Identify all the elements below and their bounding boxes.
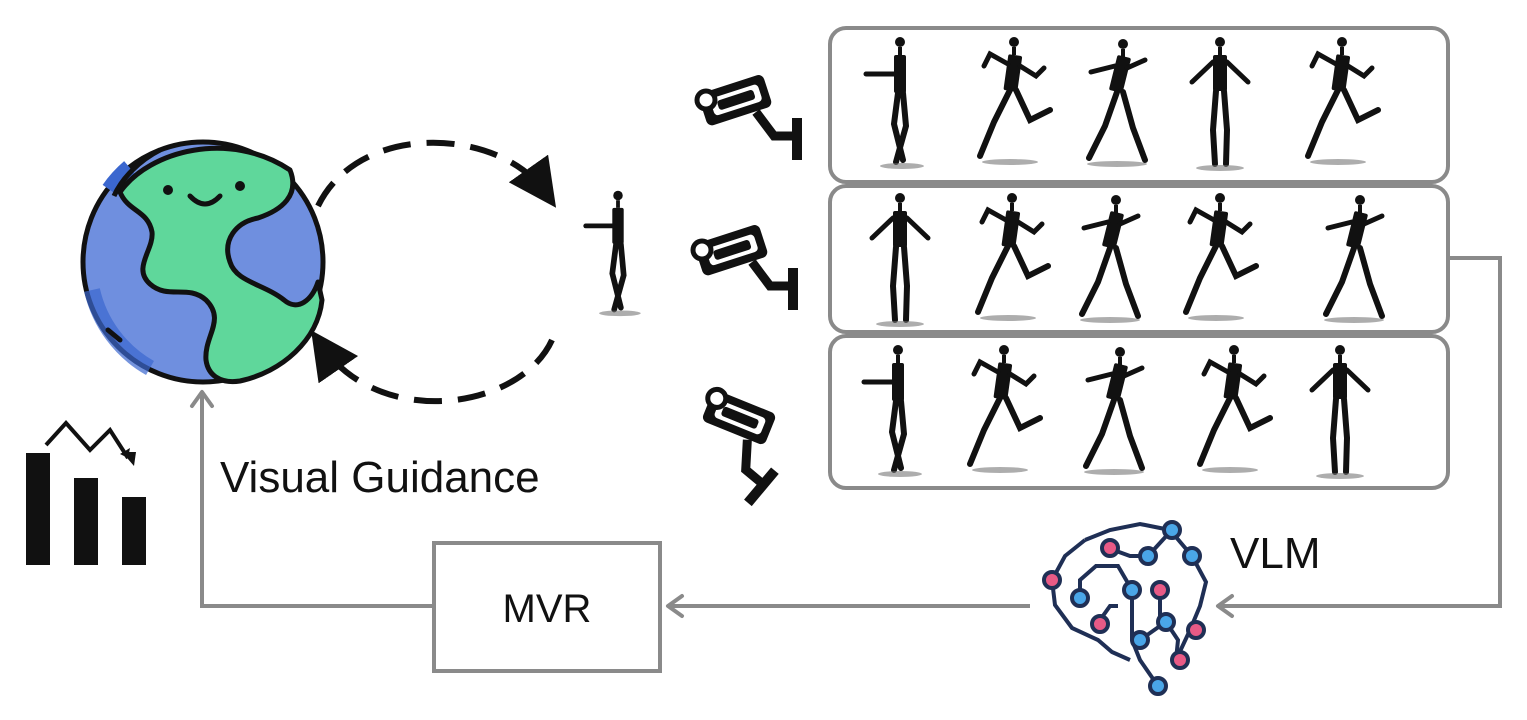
vlm-label: VLM: [1230, 529, 1320, 578]
multi-view-panel-1: [828, 26, 1450, 184]
multi-view-panel-2: [828, 184, 1450, 334]
security-camera-icon: [693, 224, 798, 310]
mvr-label: MVR: [503, 587, 592, 631]
declining-bar-chart-icon: [26, 420, 146, 565]
circuit-brain-icon: [1042, 520, 1209, 696]
security-camera-icon: [697, 74, 802, 160]
mvr-box: MVR: [432, 541, 662, 673]
interaction-loop-arrows: [311, 139, 557, 405]
security-camera-icon: [671, 372, 807, 506]
multi-view-panel-3: [828, 334, 1450, 490]
humanoid-robot-icon: [586, 191, 641, 316]
visual-guidance-label: Visual Guidance: [220, 453, 540, 502]
feedback-flow: [190, 256, 1502, 618]
smiling-earth-icon: [80, 139, 326, 385]
